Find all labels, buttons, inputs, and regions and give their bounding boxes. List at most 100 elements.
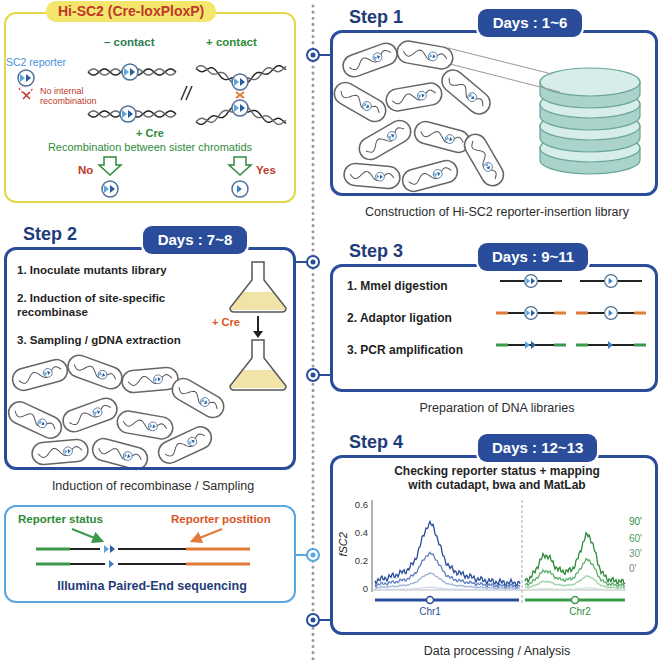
sequencing-read: [192, 529, 222, 541]
chart-axes: [375, 599, 519, 602]
hisc2-illustration: [229, 157, 251, 175]
step-panel: Step 4Checking reporter status + mapping…: [330, 455, 658, 635]
bacterium: [375, 172, 385, 182]
days-text: Days : 9~11: [492, 248, 574, 266]
bacterium: [412, 119, 472, 155]
bacterium: [92, 407, 103, 418]
dna-fragment: [496, 344, 508, 347]
sequencing-read: [36, 529, 250, 568]
series-label: 0': [629, 563, 636, 575]
sc2-reporter: [122, 64, 138, 80]
step-caption: Preparation of DNA libraries: [333, 401, 661, 416]
bacterium: [31, 439, 89, 466]
days-text: Days : 7~8: [157, 231, 233, 249]
bacterium: [168, 374, 227, 421]
bacterium: [199, 396, 211, 408]
bacterium: [116, 409, 175, 440]
bacterium: [437, 66, 494, 119]
hisc2-illustration: [232, 181, 248, 197]
sequencing-read: [72, 529, 102, 541]
bacterium: [460, 130, 507, 189]
dna-fragment: [496, 312, 508, 315]
read-label: Reporter status: [18, 513, 103, 527]
bacterium: [350, 170, 395, 182]
chart-axes: [372, 500, 373, 592]
bacterium: [330, 78, 389, 125]
bacterium: [116, 409, 175, 440]
sequencing-read: [104, 545, 115, 553]
bacterium: [98, 444, 143, 463]
series-label: 60': [629, 533, 642, 545]
dna-fragment: [554, 312, 566, 315]
sequencing-read: [118, 563, 186, 565]
step-item: Checking reporter status + mapping with …: [382, 464, 612, 492]
bacterium: [31, 439, 89, 466]
bacterium: [385, 81, 444, 112]
step-item: 3. PCR amplification: [347, 343, 502, 357]
bacterium: [447, 75, 486, 109]
bacterium: [73, 361, 117, 383]
timeline: [307, 549, 319, 561]
recombination-mark: [236, 92, 244, 98]
step-panel: Step 1Construction of Hi-SC2 reporter-in…: [330, 30, 658, 196]
chart-axes: [427, 597, 434, 604]
bacterium: [437, 66, 494, 119]
sequencing-read: [70, 548, 100, 550]
chart-axes: [572, 597, 579, 604]
bacterium: [396, 39, 455, 70]
axis-tick: 0: [348, 584, 368, 595]
bacterium: [36, 418, 48, 430]
panel-title: Hi-SC2 (Cre-loxPloxP): [46, 1, 216, 22]
flask: [230, 292, 286, 310]
dna-fragment: [634, 344, 646, 347]
bacterium: [460, 130, 507, 189]
days-tab: Days : 9~11: [478, 243, 588, 271]
hisc2-illustration: [23, 92, 30, 99]
bacterium: [400, 158, 460, 194]
step-item: 2. Adaptor ligation: [347, 311, 502, 325]
bacterium: [153, 375, 163, 385]
bacterium: [392, 89, 437, 104]
flask: [230, 370, 286, 388]
bacterium: [330, 78, 389, 125]
flask: [230, 262, 286, 312]
bacterium: [97, 369, 108, 380]
generated-strokes: [5, 39, 640, 590]
bacterium: [420, 127, 465, 146]
dna-fragment: [634, 312, 646, 315]
bacterium: [42, 368, 53, 379]
days-tab: Days : 12~13: [478, 434, 597, 462]
fsc2-curve: [525, 533, 625, 584]
bacterium: [364, 126, 406, 155]
days-text: Days : 1~6: [492, 14, 568, 32]
step-item: 3. Sampling / gDNA extraction: [17, 334, 229, 348]
treatment-label: + Cre: [120, 127, 180, 140]
bacterium: [428, 51, 438, 61]
axis-tick: 0.4: [348, 528, 368, 539]
bacterium: [65, 352, 125, 392]
step-caption: Construction of Hi-SC2 reporter-insertio…: [333, 205, 661, 220]
step-caption: Induction of recombinase / Sampling: [7, 479, 299, 494]
days-text: Days : 12~13: [492, 439, 583, 457]
timeline: [311, 553, 316, 558]
dna-fragment: [554, 344, 566, 347]
bacterium: [340, 40, 400, 80]
sc2-reporter: [232, 74, 248, 90]
dna-fragment: [496, 275, 646, 349]
bacterium: [90, 436, 150, 472]
timeline: [311, 53, 316, 58]
axis-title: fSC2: [337, 526, 350, 562]
part-label: SC2 reporter: [6, 56, 66, 68]
hisc2-illustration: [19, 88, 33, 94]
bacterium: [38, 446, 83, 458]
read-label: Reporter postition: [171, 513, 271, 527]
step-panel: Step 31. MmeI digestion2. Adaptor ligati…: [330, 264, 658, 392]
dna-fragment: [605, 275, 618, 288]
timeline: [311, 373, 316, 378]
hisc2-illustration: [186, 86, 192, 100]
bacterium: [385, 81, 444, 112]
outcome-label: No: [78, 164, 93, 177]
chromosome-label: Chr1: [410, 606, 450, 618]
dna-fragment: [608, 341, 613, 349]
step-item: 2. Induction of site-specific recombinas…: [17, 292, 217, 319]
